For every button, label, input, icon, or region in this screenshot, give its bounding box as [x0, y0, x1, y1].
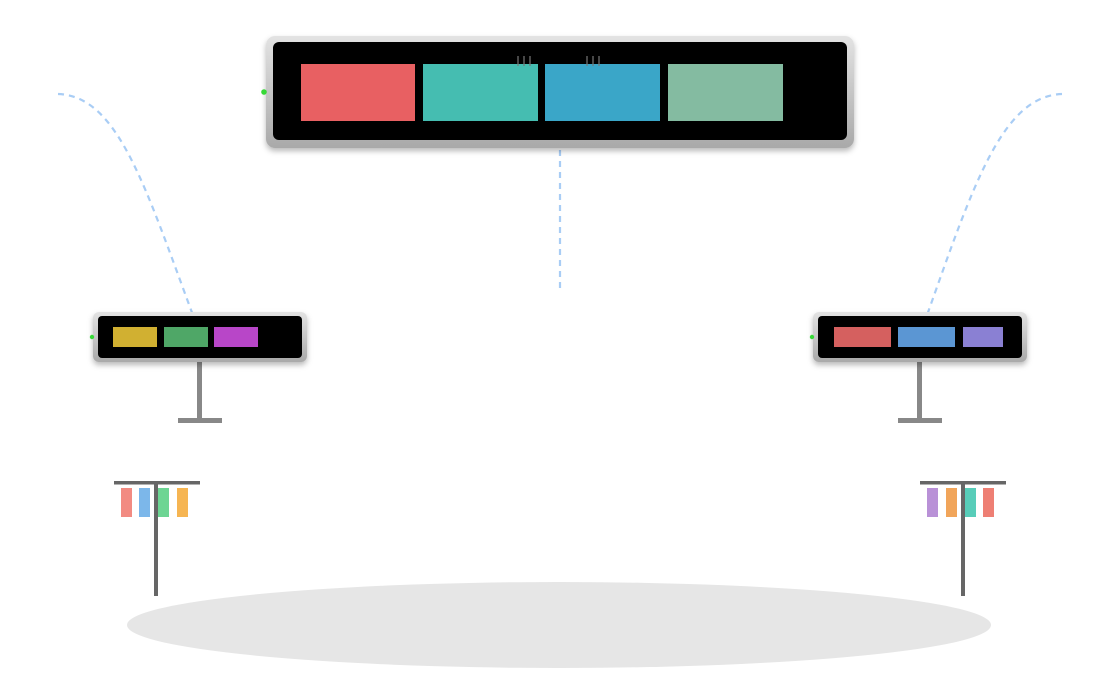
main-display-panel	[423, 64, 538, 121]
left-monitor-stand-base	[178, 418, 222, 423]
left-rack-tags	[121, 488, 188, 517]
left-rack-tag	[177, 488, 188, 517]
right-rack-tag	[965, 488, 976, 517]
right-monitor-panel	[834, 327, 891, 347]
left-monitor-panels	[113, 327, 258, 347]
right-rack-tags	[927, 488, 994, 517]
main-display-panel	[545, 64, 660, 121]
left-monitor-stand-pole	[197, 360, 202, 420]
left-rack-tag	[121, 488, 132, 517]
left-rack-pole	[154, 481, 158, 596]
left-monitor-panel	[164, 327, 208, 347]
right-rack	[920, 481, 1006, 596]
main-display-panel	[301, 64, 415, 121]
right-monitor-panels	[834, 327, 1003, 347]
right-rack-tag	[927, 488, 938, 517]
main-display-status-led	[261, 89, 267, 95]
left-monitor	[89, 312, 307, 423]
link-left-monitor	[57, 92, 196, 319]
main-display-panels	[301, 64, 783, 121]
left-rack-tag	[139, 488, 150, 517]
right-rack-pole	[961, 481, 965, 596]
left-rack-tag	[158, 488, 169, 517]
left-monitor-panel	[214, 327, 258, 347]
right-monitor-stand-pole	[917, 360, 922, 420]
connection-links	[57, 92, 1063, 319]
left-monitor-status-led	[89, 334, 95, 340]
left-rack	[114, 481, 200, 596]
right-monitor-status-led	[809, 334, 815, 340]
floor-shadow	[127, 582, 991, 668]
right-monitor-panel	[898, 327, 955, 347]
main-display-vents	[517, 56, 600, 66]
left-monitor-panel	[113, 327, 157, 347]
right-monitor-panel	[963, 327, 1003, 347]
right-monitor	[809, 312, 1027, 423]
main-display-panel	[668, 64, 783, 121]
right-monitor-stand-base	[898, 418, 942, 423]
link-right-monitor	[924, 92, 1063, 319]
main-display	[261, 36, 854, 148]
right-rack-tag	[946, 488, 957, 517]
right-rack-tag	[983, 488, 994, 517]
